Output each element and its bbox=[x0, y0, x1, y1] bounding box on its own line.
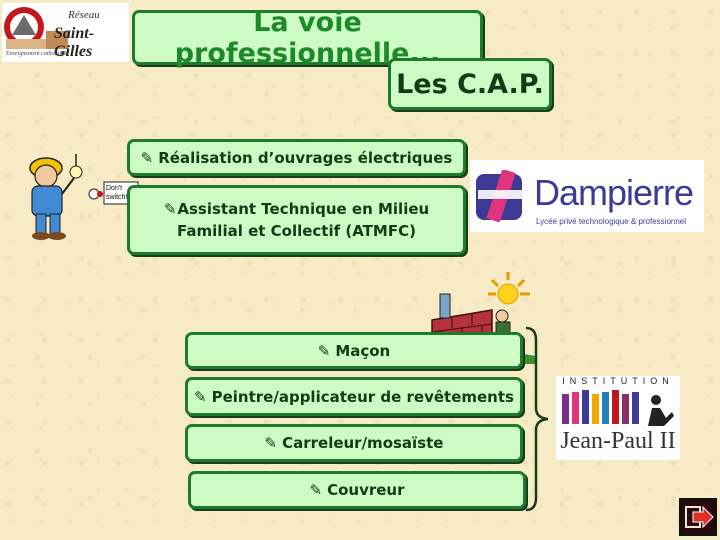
section-subtitle: Les C.A.P. bbox=[388, 58, 552, 110]
dampierre-logo: Dampierre Lycée privé technologique & pr… bbox=[470, 160, 704, 232]
cap-item-label: Réalisation d’ouvrages électriques bbox=[158, 148, 453, 167]
group-brace bbox=[525, 326, 549, 512]
cap-item-label-line1: Assistant Technique en Milieu bbox=[177, 200, 430, 218]
pencil-icon: ✎ bbox=[309, 481, 323, 499]
cap-item-peintre[interactable]: ✎ Peintre/applicateur de revêtements bbox=[185, 377, 523, 416]
pencil-icon: ✎ bbox=[140, 148, 154, 167]
page-title: La voie professionnelle... bbox=[132, 7, 483, 69]
dont-switch-sign: Don't switch! bbox=[106, 185, 128, 201]
dampierre-mark-icon bbox=[476, 170, 522, 222]
cap-item-label: Peintre/applicateur de revêtements bbox=[211, 387, 514, 406]
pencil-icon: ✎ bbox=[264, 434, 278, 452]
cap-item-couvreur[interactable]: ✎ Couvreur bbox=[188, 471, 526, 509]
cap-item-electrical-works[interactable]: ✎ Réalisation d’ouvrages électriques bbox=[127, 139, 466, 176]
reseau-logo-graphic bbox=[4, 7, 68, 49]
cap-item-label: Couvreur bbox=[327, 481, 405, 499]
jp-name: Jean-Paul II bbox=[560, 428, 676, 454]
next-slide-button[interactable] bbox=[679, 498, 717, 536]
cap-item-macon[interactable]: ✎ Maçon bbox=[185, 332, 523, 369]
electrician-icon bbox=[29, 154, 139, 240]
pencil-icon: ✎ bbox=[317, 341, 331, 360]
cap-item-atmfc[interactable]: ✎Assistant Technique en Milieu Familial … bbox=[127, 185, 466, 255]
pencil-icon: ✎ bbox=[194, 387, 207, 406]
pencil-icon: ✎ bbox=[163, 200, 177, 218]
cap-item-label-line2: Familial et Collectif (ATMFC) bbox=[177, 222, 416, 240]
cap-item-label: Maçon bbox=[335, 341, 391, 360]
cap-item-label: Carreleur/mosaïste bbox=[282, 434, 444, 452]
cap-item-line: ✎Assistant Technique en Milieu bbox=[164, 198, 429, 220]
reseau-line1: Réseau bbox=[68, 9, 100, 21]
reseau-saint-gilles-logo: Réseau Saint-Gilles Enseignement catholi… bbox=[2, 3, 129, 62]
next-arrow-icon bbox=[682, 501, 714, 533]
reseau-tagline: Enseignement catholique bbox=[6, 51, 67, 57]
jean-paul-logo: INSTITUTION Jean-Paul II bbox=[556, 376, 680, 460]
dampierre-tagline: Lycée privé technologique & professionne… bbox=[536, 217, 687, 226]
dampierre-name: Dampierre bbox=[534, 172, 694, 213]
electrician-illustration: Don't switch! bbox=[22, 148, 140, 242]
jp-institution: INSTITUTION bbox=[562, 376, 674, 386]
reseau-line2: Saint-Gilles bbox=[54, 25, 95, 60]
cap-item-carreleur[interactable]: ✎ Carreleur/mosaïste bbox=[185, 424, 523, 462]
jp-logo-graphic bbox=[562, 390, 674, 426]
